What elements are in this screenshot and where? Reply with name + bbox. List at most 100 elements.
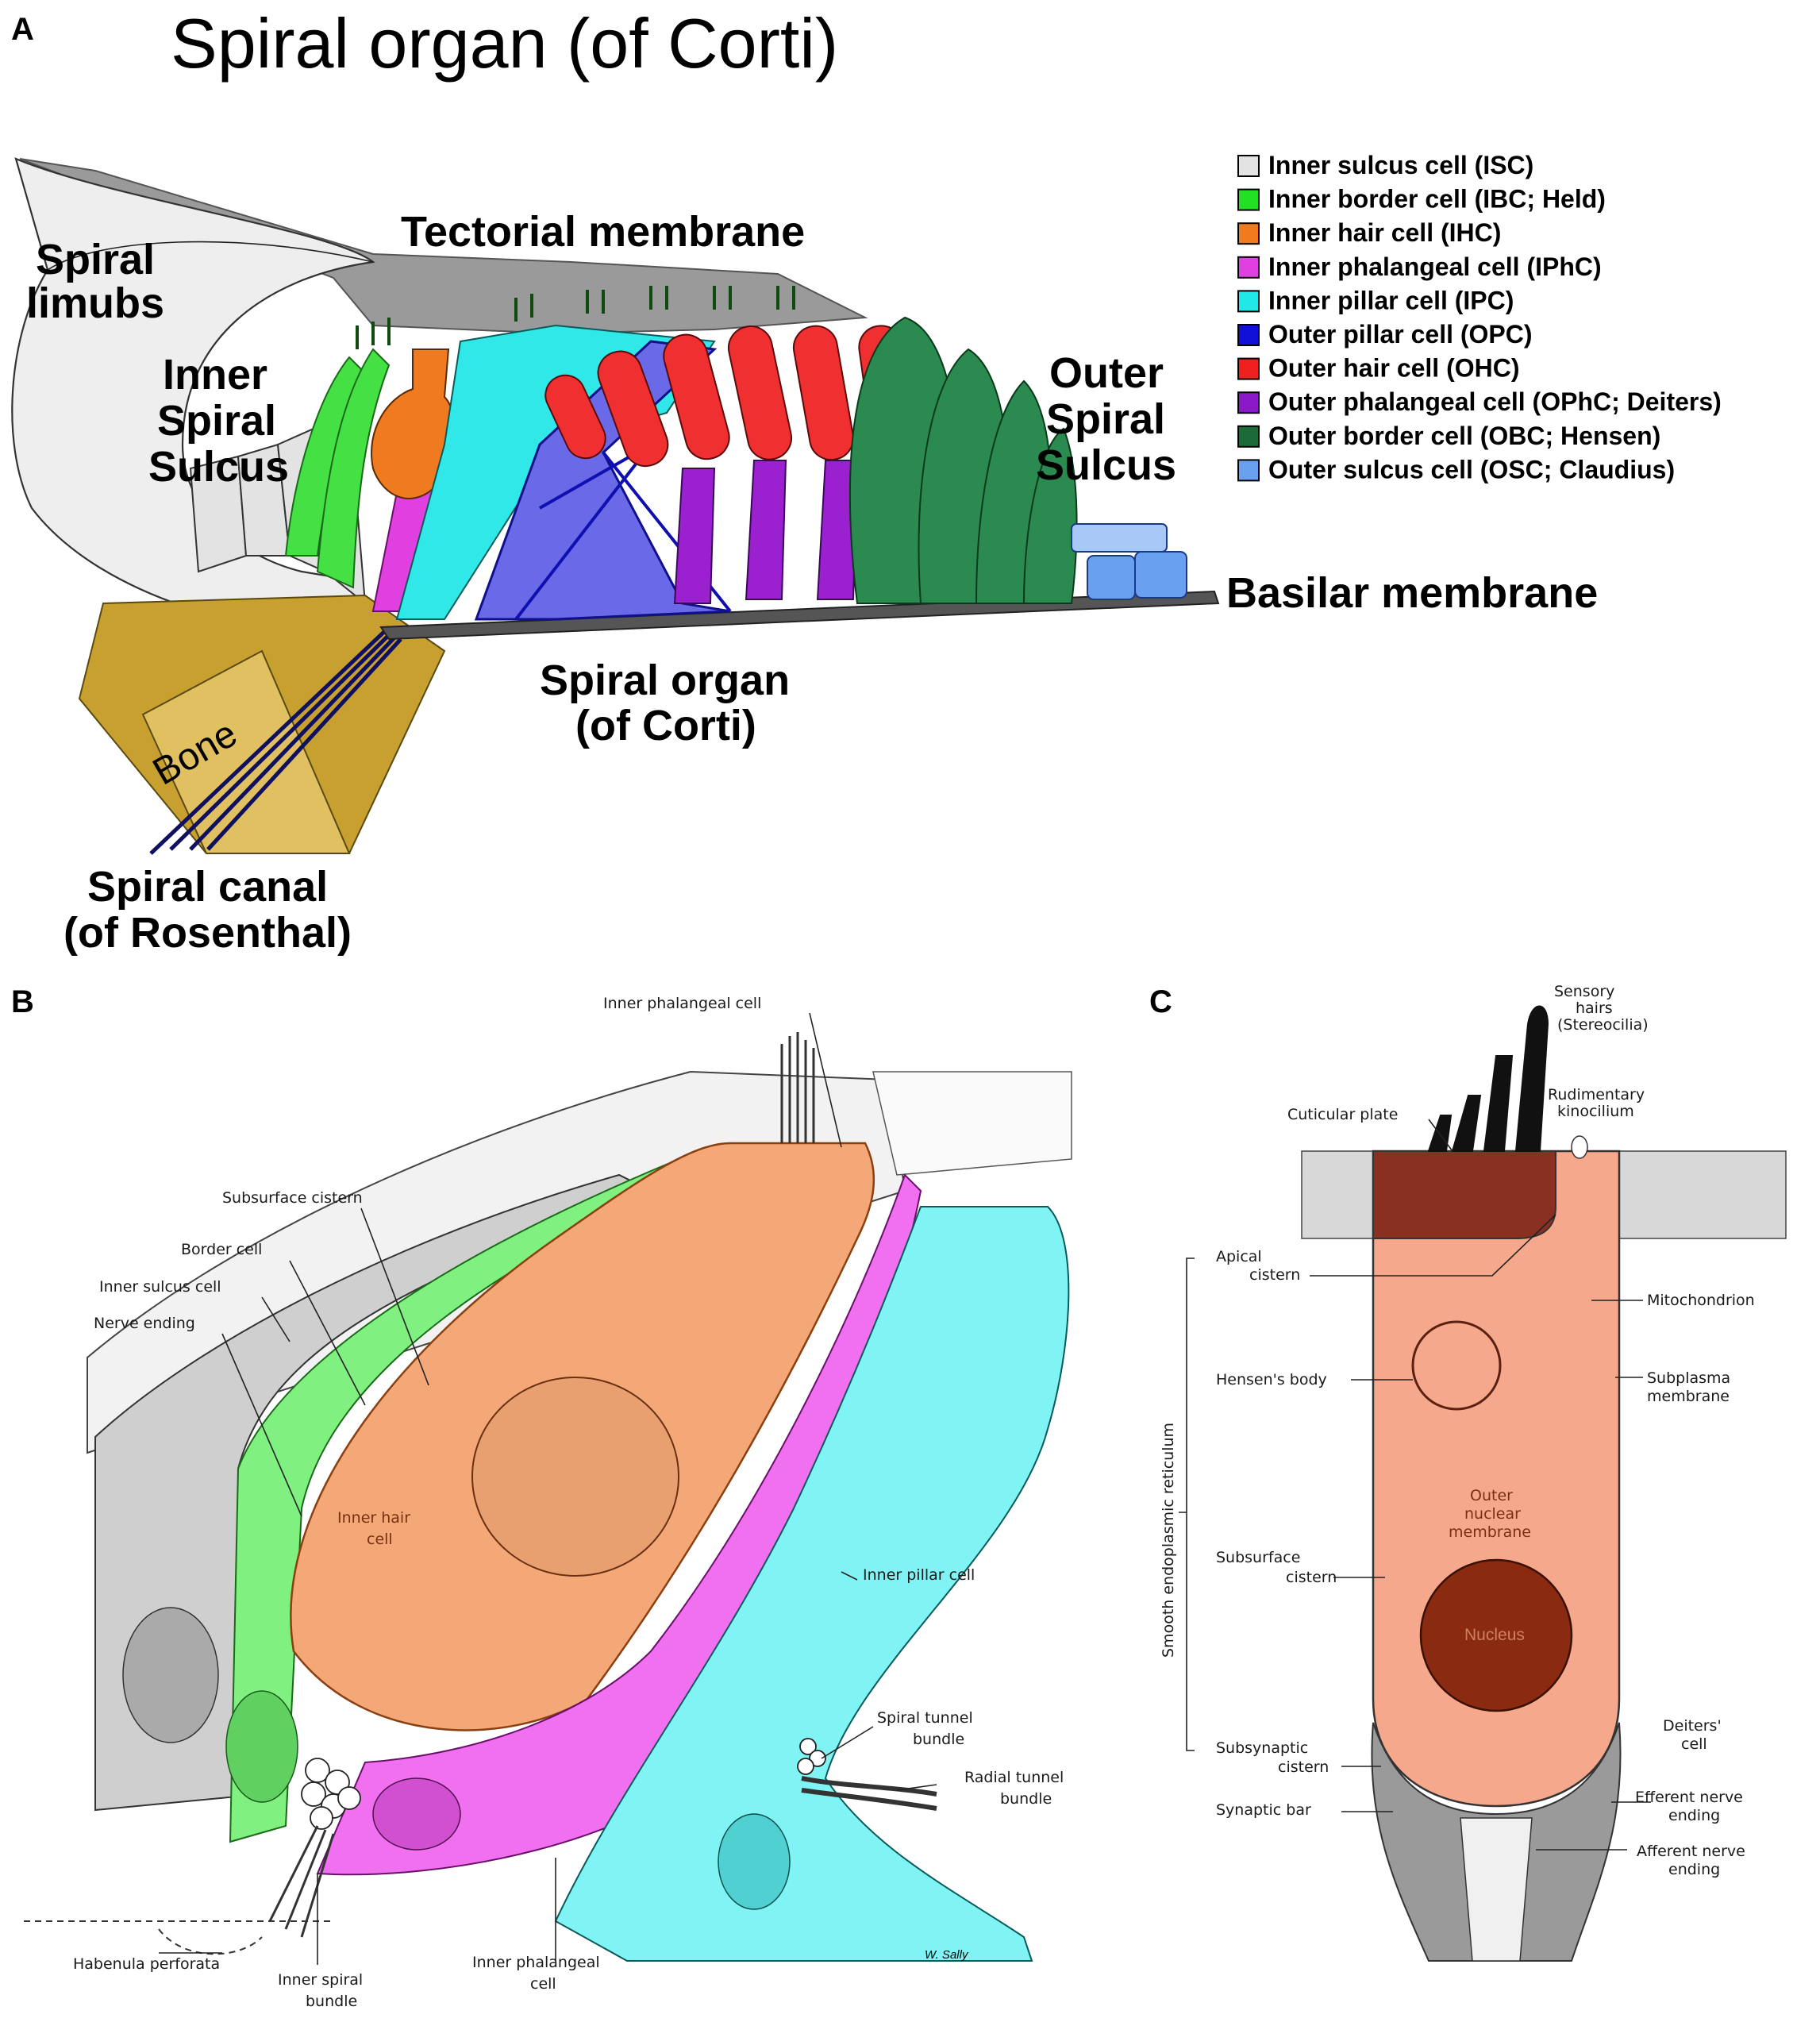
label-inner-sulcus-cell-b: Inner sulcus cell [99, 1278, 221, 1296]
legend-label: Inner hair cell (IHC) [1268, 218, 1501, 247]
legend-swatch [1237, 290, 1260, 313]
label-afferent-nerve-ending-2: ending [1668, 1861, 1720, 1878]
label-spiral-limbus-1: Spiral [36, 236, 155, 283]
label-inner-spiral-sulcus-3: Sulcus [148, 443, 289, 491]
label-nucleus: Nucleus [1464, 1626, 1525, 1644]
outer-border-cells [848, 316, 1078, 604]
panel-b-labels: Inner phalangeal cell Subsurface cistern… [73, 995, 1064, 2010]
panel-a-labels: Spiral limubs Tectorial membrane Inner S… [26, 208, 1598, 957]
panel-a-title: Spiral organ (of Corti) [171, 4, 838, 83]
label-tectorial-membrane: Tectorial membrane [401, 208, 805, 256]
label-rudimentary-kinocilium-1: Rudimentary [1548, 1086, 1645, 1103]
label-sensory-hairs-2: hairs [1576, 999, 1613, 1017]
panel-a: A Spiral organ (of Corti) Bone [11, 4, 1722, 957]
smooth-er-bracket [1179, 1257, 1195, 1751]
inner-sulcus-cell-nucleus [122, 1607, 219, 1743]
legend-label: Outer hair cell (OHC) [1268, 354, 1520, 383]
inner-border-cells [284, 348, 391, 589]
label-outer-spiral-sulcus-3: Sulcus [1036, 441, 1176, 489]
stereocilia-b [780, 1032, 815, 1143]
stereocilia-c [1427, 1005, 1549, 1152]
label-apical-cistern-2: cistern [1249, 1266, 1300, 1284]
label-spiral-organ-2: (of Corti) [575, 702, 756, 749]
label-inner-phalangeal-cell-top: Inner phalangeal cell [603, 995, 761, 1012]
legend-swatch [1237, 188, 1260, 211]
afferent-ending-c [1460, 1817, 1533, 1962]
panel-letter-b: B [11, 984, 34, 1019]
label-hensens-body: Hensen's body [1216, 1371, 1327, 1388]
label-nerve-ending: Nerve ending [94, 1315, 195, 1332]
label-sensory-hairs-3: (Stereocilia) [1557, 1016, 1649, 1034]
legend-swatch [1237, 425, 1260, 448]
label-apical-cistern-1: Apical [1216, 1248, 1262, 1265]
legend-label: Outer border cell (OBC; Hensen) [1268, 422, 1660, 450]
legend-swatch [1237, 222, 1260, 245]
limbus-inner-curve [47, 241, 374, 271]
label-outer-nuclear-membrane-2: nuclear [1464, 1505, 1521, 1523]
label-outer-nuclear-membrane-3: membrane [1449, 1523, 1531, 1541]
label-subsurface-cistern-b: Subsurface cistern [222, 1189, 363, 1207]
label-spiral-limbus-2: limubs [26, 279, 164, 327]
cuticular-plate-c [1372, 1150, 1556, 1239]
label-spiral-tunnel-bundle-1: Spiral tunnel [877, 1709, 973, 1727]
legend-label: Inner pillar cell (IPC) [1268, 286, 1514, 314]
iphc-nucleus-b [372, 1777, 461, 1851]
label-basilar-membrane: Basilar membrane [1226, 569, 1598, 617]
panel-letter-c: C [1149, 984, 1172, 1019]
label-subplasma-membrane-1: Subplasma [1647, 1369, 1730, 1387]
label-inner-pillar-cell-b: Inner pillar cell [863, 1566, 975, 1584]
label-outer-spiral-sulcus-1: Outer [1049, 349, 1164, 397]
hensens-body-c [1411, 1320, 1502, 1411]
legend: Inner sulcus cell (ISC)Inner border cell… [1237, 151, 1722, 483]
kinocilium-c [1571, 1135, 1588, 1159]
legend-swatch [1237, 391, 1260, 414]
stereocilia-a [356, 286, 795, 349]
label-subplasma-membrane-2: membrane [1647, 1388, 1730, 1405]
label-smooth-er: Smooth endoplasmic reticulum [1160, 1423, 1177, 1658]
artist-signature: W. Sally [925, 1948, 969, 1962]
outer-hair-cells [544, 325, 916, 468]
ipc-nucleus-b [718, 1813, 791, 1910]
nucleus-c [1419, 1558, 1573, 1712]
label-inner-hair-cell-b-1: Inner hair [337, 1509, 410, 1527]
outer-sulcus-cells [1071, 523, 1187, 600]
legend-label: Outer pillar cell (OPC) [1268, 320, 1533, 349]
label-spiral-tunnel-bundle-2: bundle [913, 1731, 964, 1748]
label-inner-spiral-bundle-2: bundle [306, 1993, 357, 2010]
label-inner-phalangeal-cell-bottom-1: Inner phalangeal [472, 1954, 600, 1971]
label-spiral-organ-1: Spiral organ [540, 657, 790, 704]
legend-swatch [1237, 155, 1260, 177]
legend-swatch [1237, 357, 1260, 380]
label-inner-spiral-bundle-1: Inner spiral [278, 1971, 363, 1989]
panel-b: B Inner hair cell [11, 984, 1072, 2010]
label-inner-spiral-sulcus-1: Inner [163, 351, 267, 399]
legend-label: Inner sulcus cell (ISC) [1268, 151, 1533, 179]
tectorial-membrane-shape [19, 158, 868, 335]
label-rudimentary-kinocilium-2: kinocilium [1557, 1103, 1634, 1120]
radial-tunnel-fibers [801, 1776, 937, 1811]
legend-swatch [1237, 324, 1260, 346]
ihc-nucleus-b [471, 1377, 679, 1577]
label-radial-tunnel-bundle-1: Radial tunnel [964, 1769, 1064, 1786]
label-subsynaptic-cistern-1: Subsynaptic [1216, 1739, 1308, 1757]
legend-swatch [1237, 459, 1260, 482]
legend-swatch [1237, 256, 1260, 279]
bone-face [141, 649, 351, 854]
label-synaptic-bar: Synaptic bar [1216, 1801, 1311, 1819]
legend-label: Outer sulcus cell (OSC; Claudius) [1268, 455, 1675, 483]
label-subsynaptic-cistern-2: cistern [1278, 1758, 1329, 1776]
panel-c-leader-lines [1310, 1119, 1651, 1851]
label-radial-tunnel-bundle-2: bundle [1000, 1790, 1052, 1808]
legend-label: Inner phalangeal cell (IPhC) [1268, 252, 1602, 281]
inner-pillar-cell-b [554, 1206, 1070, 1962]
label-mitochondrion: Mitochondrion [1647, 1292, 1755, 1309]
habenula-line [24, 1920, 333, 1955]
label-efferent-nerve-ending-2: ending [1668, 1807, 1720, 1824]
panel-letter-a: A [11, 12, 34, 47]
label-deiters-cell-2: cell [1681, 1735, 1707, 1753]
label-habenula-perforata: Habenula perforata [73, 1955, 220, 1973]
label-deiters-cell-1: Deiters' [1663, 1717, 1722, 1735]
label-border-cell: Border cell [181, 1241, 262, 1258]
label-afferent-nerve-ending-1: Afferent nerve [1637, 1843, 1745, 1860]
